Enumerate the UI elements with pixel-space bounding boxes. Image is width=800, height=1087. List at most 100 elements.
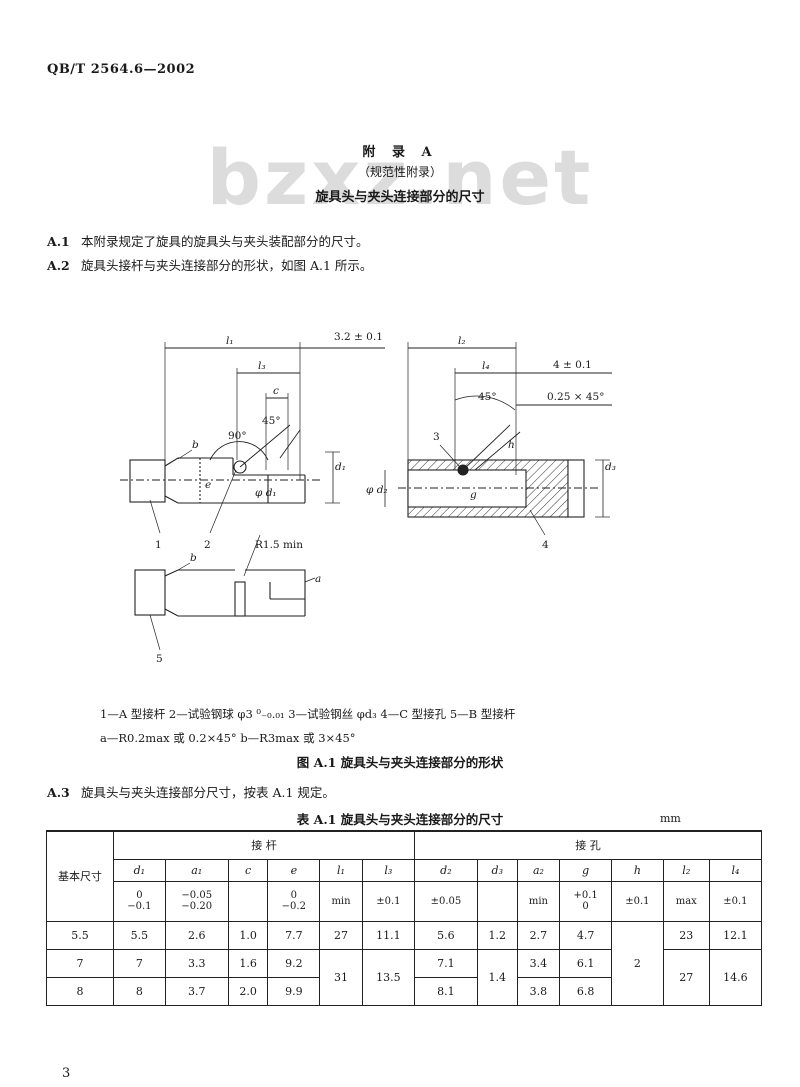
col-symbol: d₃	[476, 858, 518, 882]
cell: 3.4	[516, 948, 561, 978]
para-num: A.2	[47, 258, 70, 273]
cell: 5.5	[46, 920, 114, 950]
col-tol	[476, 880, 518, 922]
figure-legend-line2: a—R0.2max 或 0.2×45° b—R3max 或 3×45°	[100, 731, 356, 745]
cell: 7.7	[267, 920, 321, 950]
label-a: a	[315, 573, 321, 585]
cell: 6.8	[559, 976, 612, 1006]
table-row: 7 7 3.3 1.6 9.2 31 13.5 7.1 1.4 3.4 6.1 …	[46, 948, 763, 1006]
figure-caption: 图 A.1 旋具头与夹头连接部分的形状	[296, 755, 504, 770]
column-tolerance-row: 0 −0.1 −0.05 −0.20 0 −0.2 min ±0.1 ±0.05…	[47, 880, 763, 922]
dim-g: g	[470, 489, 477, 501]
dim-c: c	[273, 385, 279, 397]
cell-merged-l3: 13.5	[361, 948, 415, 1006]
col-tol: ±0.05	[413, 880, 478, 922]
column-symbol-row: d₁ a₁ c e l₁ l₃ d₂ d₃ a₂ g h l₂ l₄	[47, 858, 763, 882]
para-text: 旋具头接杆与夹头连接部分的形状，如图 A.1 所示。	[81, 258, 373, 273]
cell: 5.5	[113, 920, 166, 950]
cell-merged-l4: 14.6	[708, 948, 763, 1006]
c-type-hole	[384, 342, 612, 536]
col-tol: min	[516, 880, 561, 922]
dim-phid2: φ d₂	[366, 484, 388, 496]
col-tol: +0.1 0	[559, 880, 612, 922]
col-symbol: d₂	[413, 858, 478, 882]
dim-d1-right: d₁	[335, 461, 346, 473]
cell: 1.2	[476, 920, 518, 950]
dimension-table: 基本尺寸 接 杆 接 孔 d₁ a₁ c e l₁ l₃ d₂ d₃ a₂ g …	[46, 830, 763, 1006]
col-symbol: d₁	[113, 858, 166, 882]
col-tol: ±0.1	[708, 880, 763, 922]
col-tol: max	[662, 880, 710, 922]
cell: 3.7	[164, 976, 229, 1006]
cell-merged-h: 2	[610, 920, 664, 1006]
col-symbol: h	[610, 858, 664, 882]
cell: 27	[319, 920, 363, 950]
col-symbol: l₂	[662, 858, 710, 882]
dim-angle45a: 45°	[262, 415, 281, 427]
label-b1: b	[192, 439, 199, 451]
dim-e: e	[205, 479, 211, 491]
col-symbol: l₃	[361, 858, 415, 882]
cell: 8	[113, 976, 166, 1006]
col-tol: ±0.1	[361, 880, 415, 922]
col-tol: 0 −0.1	[113, 880, 166, 922]
dim-tol1: 3.2 ± 0.1	[334, 331, 383, 343]
watermark: bzxz.net	[206, 133, 594, 222]
appendix-title: 附 录 A	[362, 145, 438, 160]
test-ball	[233, 460, 247, 474]
cell: 9.9	[267, 976, 321, 1006]
label-2: 2	[204, 539, 211, 551]
hole-group-header: 接 孔	[413, 830, 763, 860]
cell: 4.7	[559, 920, 612, 950]
a-type-rod	[120, 342, 385, 534]
para-num: A.1	[47, 234, 70, 249]
cell-merged-l2: 27	[662, 948, 710, 1006]
paragraph-a2: A.2 旋具头接杆与夹头连接部分的形状，如图 A.1 所示。	[47, 255, 372, 274]
cell: 3.3	[164, 948, 229, 978]
cell: 7	[113, 948, 166, 978]
col-symbol: a₁	[164, 858, 229, 882]
dim-l2: l₂	[458, 335, 466, 347]
col-tol	[227, 880, 269, 922]
rod-group-header: 接 杆	[113, 830, 415, 860]
dim-angle90: 90°	[228, 430, 247, 442]
cell: 8.1	[413, 976, 478, 1006]
cell: 3.8	[516, 976, 561, 1006]
table-row: 8 8 3.7 2.0 9.9 8.1 3.8 6.8	[46, 976, 762, 1006]
cell: 1.6	[227, 948, 269, 978]
figure-legend-line1: 1—A 型接杆 2—试验钢球 φ3 ⁰₋₀.₀₁ 3—试验钢丝 φd₃ 4—C …	[100, 707, 516, 721]
cell: 2.7	[516, 920, 561, 950]
cell-merged-l1: 31	[319, 948, 363, 1006]
col-symbol: l₄	[708, 858, 763, 882]
label-4: 4	[542, 539, 549, 551]
table-caption: 表 A.1 旋具头与夹头连接部分的尺寸	[296, 812, 504, 827]
dim-chamfer: 0.25 × 45°	[547, 391, 604, 403]
page-number: 3	[62, 1066, 71, 1081]
col-tol: −0.05 −0.20	[164, 880, 229, 922]
cell: 7	[46, 948, 114, 978]
dim-l4: l₄	[482, 360, 490, 372]
dim-tol2: 4 ± 0.1	[553, 359, 592, 371]
para-text: 旋具头与夹头连接部分尺寸，按表 A.1 规定。	[81, 785, 335, 800]
dim-angle45b: 45°	[478, 391, 497, 403]
cell: 23	[662, 920, 710, 950]
cell: 2.6	[164, 920, 229, 950]
table-row: 5.5 5.5 2.6 1.0 7.7 27 11.1 5.6 1.2 2.7 …	[46, 920, 763, 1006]
cell: 11.1	[361, 920, 415, 950]
dim-h: h	[508, 439, 515, 451]
standard-number: QB/T 2564.6—2002	[47, 62, 196, 77]
col-symbol: c	[227, 858, 269, 882]
label-1: 1	[155, 539, 162, 551]
dim-d3: d₃	[605, 461, 616, 473]
cell: 2.0	[227, 976, 269, 1006]
col-symbol: a₂	[516, 858, 561, 882]
label-5: 5	[156, 653, 163, 665]
cell: 9.2	[267, 948, 321, 978]
cell: 12.1	[708, 920, 763, 950]
figure-a1-drawing: l₁ 3.2 ± 0.1 l₃ c 45° 90° d₁ e φ d₁ b 1 …	[120, 331, 616, 665]
cell: 6.1	[559, 948, 612, 978]
cell-merged-d3: 1.4	[476, 948, 518, 1006]
label-b2: b	[190, 552, 197, 564]
